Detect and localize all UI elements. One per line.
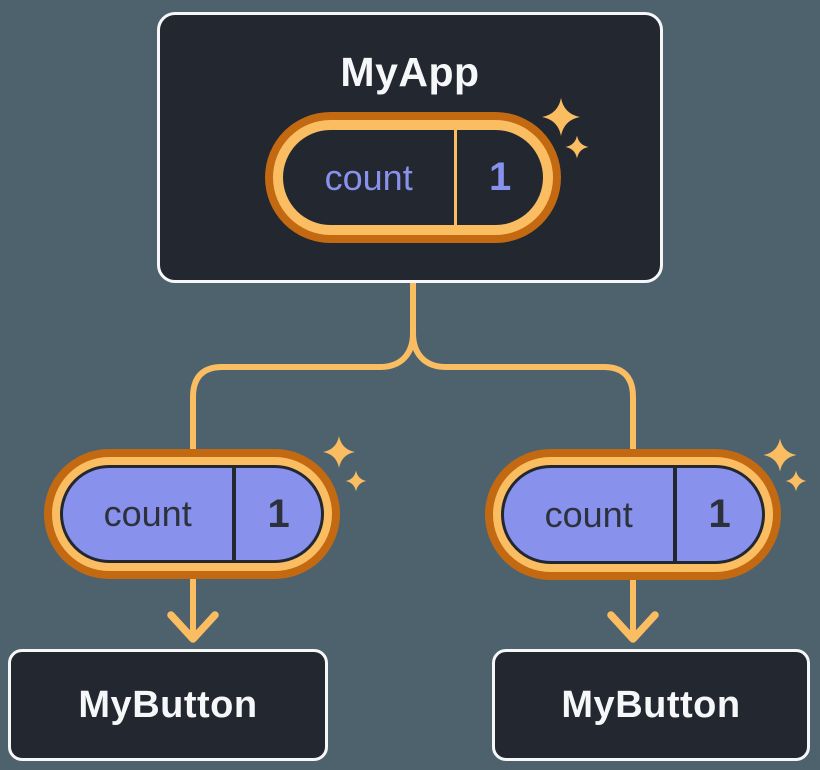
sparkle-icon <box>785 470 807 492</box>
state-value-label: 1 <box>267 491 290 536</box>
state-pill-ring: count 1 <box>273 120 553 235</box>
state-value-label: 1 <box>489 155 512 199</box>
state-value-cell: 1 <box>677 468 762 561</box>
state-pill-mybutton-left: count 1 <box>44 449 340 579</box>
state-name-label: count <box>544 493 633 535</box>
component-title: MyButton <box>561 683 741 726</box>
sparkle-icon <box>345 470 367 492</box>
state-name-label: count <box>103 493 192 534</box>
state-value-cell: 1 <box>236 468 321 560</box>
state-pill-core: count 1 <box>501 465 765 564</box>
state-divider <box>454 130 458 225</box>
component-title: MyButton <box>78 683 258 726</box>
state-pill-core: count 1 <box>283 130 543 225</box>
state-name-cell: count <box>283 130 454 225</box>
state-pill-ring: count 1 <box>493 457 773 572</box>
state-divider <box>673 468 678 561</box>
state-name-label: count <box>324 156 413 198</box>
state-name-cell: count <box>63 468 232 560</box>
component-card-mybutton-left: MyButton <box>8 649 328 761</box>
sparkle-icon <box>763 438 797 472</box>
state-pill-ring: count 1 <box>52 457 332 571</box>
state-pill-myapp: count 1 <box>265 112 561 243</box>
state-value-label: 1 <box>708 492 731 536</box>
component-card-mybutton-right: MyButton <box>492 649 810 761</box>
state-value-cell: 1 <box>457 130 543 225</box>
sparkle-icon <box>323 436 355 468</box>
arrow-down-icon-left <box>167 611 219 643</box>
state-pill-mybutton-right: count 1 <box>485 449 781 580</box>
arrow-down-icon-right <box>607 611 659 643</box>
state-name-cell: count <box>504 468 673 561</box>
component-title: MyApp <box>340 49 480 95</box>
state-pill-core: count 1 <box>60 465 324 563</box>
